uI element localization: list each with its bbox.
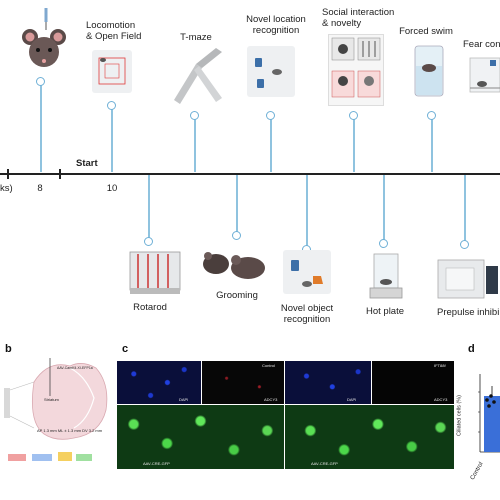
open-field-illustration	[92, 50, 132, 93]
stem-forced-swim	[431, 118, 433, 172]
region-label: Striatum	[44, 397, 59, 402]
ift88-adcy3-image: IFT88f ADCY3	[372, 361, 454, 404]
coordinates-label: AP 1.3 mm ML ± 1.3 mm DV 3.2 mm	[37, 428, 103, 433]
fear-conditioning-label: Fear con	[463, 39, 500, 50]
node-locomotion	[107, 101, 116, 110]
ift88-dapi-image: DAPI	[285, 361, 371, 404]
stem-social	[353, 118, 355, 172]
rotarod-illustration	[128, 248, 186, 296]
tmaze-illustration	[172, 48, 224, 104]
injection-label: AAV-CamKII-XI-EFP1a	[57, 366, 93, 370]
stem-locomotion	[111, 108, 113, 172]
fear-conditioning-illustration	[468, 52, 500, 96]
week-10-label: 10	[106, 183, 118, 194]
ift88-merge-label: AAV-CRE-GFP	[311, 461, 338, 466]
rotarod-label: Rotarod	[133, 302, 167, 313]
stem-novel-object	[306, 175, 308, 248]
grooming-label: Grooming	[216, 290, 258, 301]
ift88-merge-image: AAV-CRE-GFP	[285, 405, 454, 469]
control-dapi-image: DAPI	[117, 361, 201, 404]
novel-object-label: Novel object recognition	[280, 303, 334, 325]
stem-novel-location	[270, 118, 272, 172]
grooming-illustration	[200, 246, 268, 282]
panel-d-ylabel: Ciliated cells (%)	[456, 395, 463, 436]
node-tmaze	[190, 111, 199, 120]
node-grooming	[232, 231, 241, 240]
forced-swim-illustration	[412, 42, 446, 100]
node-social	[349, 111, 358, 120]
mouse-head-illustration	[22, 28, 66, 70]
social-interaction-illustration	[328, 34, 384, 106]
control-condition-label: Control	[262, 363, 275, 368]
control-merge-label: AAV-CRE-GFP	[143, 461, 170, 466]
brain-section-illustration	[4, 358, 110, 474]
control-adcy3-label: ADCY3	[264, 397, 278, 402]
novel-location-illustration	[247, 46, 295, 97]
timeline-axis	[0, 173, 500, 175]
node-rotarod	[144, 237, 153, 246]
node-prepulse	[460, 240, 469, 249]
social-interaction-label: Social interaction & novelty	[322, 7, 395, 29]
stem-rotarod	[148, 175, 150, 240]
novel-location-label: Novel location recognition	[246, 14, 306, 36]
node-forced-swim	[427, 111, 436, 120]
stem-grooming	[236, 175, 238, 234]
ift88-condition-label: IFT88f	[434, 363, 446, 368]
prepulse-illustration	[436, 258, 500, 300]
stem-hot-plate	[383, 175, 385, 242]
novel-object-illustration	[283, 250, 331, 294]
stem-prepulse	[464, 175, 466, 243]
locomotion-open-field-label: Locomotion & Open Field	[86, 20, 142, 42]
panel-d-plot	[458, 362, 500, 472]
stem-week8	[40, 84, 42, 172]
ift88-adcy3-label: ADCY3	[434, 397, 448, 402]
panel-b-letter: b	[5, 343, 12, 355]
stem-tmaze	[194, 118, 196, 172]
hot-plate-illustration	[369, 252, 403, 300]
hot-plate-label: Hot plate	[365, 306, 405, 317]
forced-swim-label: Forced swim	[399, 26, 453, 37]
control-dapi-label: DAPI	[179, 397, 189, 402]
timeline-tick-start	[59, 169, 61, 179]
tmaze-label: T-maze	[180, 32, 212, 43]
prepulse-label: Prepulse inhibi	[437, 307, 500, 318]
syringe-illustration	[43, 8, 49, 30]
timeline-tick-start-left	[7, 169, 9, 179]
panel-d-letter: d	[468, 343, 475, 355]
node-hot-plate	[379, 239, 388, 248]
node-week8	[36, 77, 45, 86]
start-label: Start	[76, 158, 98, 169]
node-novel-location	[266, 111, 275, 120]
weeks-unit-label: ks)	[0, 183, 13, 194]
week-8-label: 8	[37, 183, 43, 194]
panel-c-letter: c	[122, 343, 129, 355]
control-adcy3-image: Control ADCY3	[202, 361, 284, 404]
ift88-dapi-label: DAPI	[347, 397, 357, 402]
control-merge-image: AAV-CRE-GFP	[117, 405, 284, 469]
